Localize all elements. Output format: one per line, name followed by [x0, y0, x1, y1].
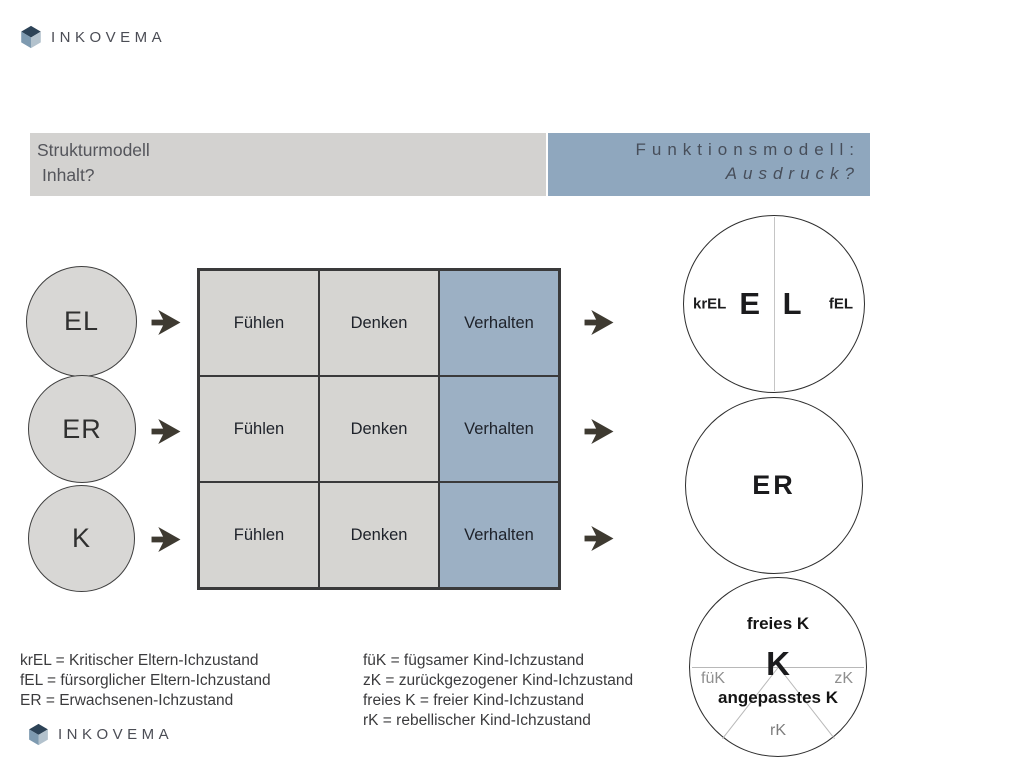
zk-label: zK [834, 670, 853, 687]
matrix-cell: Fühlen [199, 376, 319, 482]
legend-parent-adult: krEL = Kritischer Eltern-Ichzustand fEL … [20, 651, 271, 711]
brand-name: INKOVEMA [51, 28, 167, 46]
ego-state-circle-er: ER [28, 375, 136, 483]
fel-label: fEL [828, 295, 853, 313]
content-matrix-table: Fühlen Denken Verhalten Fühlen Denken Ve… [197, 268, 561, 590]
structure-model-title: Strukturmodell [37, 140, 150, 160]
fuek-label: füK [701, 670, 726, 687]
matrix-cell: Fühlen [199, 270, 319, 376]
function-model-title: Funktionsmodell: [635, 140, 860, 159]
function-circle-er: ER [685, 397, 863, 574]
arrow-right-icon [151, 526, 181, 553]
krel-label: krEL [693, 295, 727, 313]
brand-logo-bottom: INKOVEMA [28, 723, 173, 746]
er-label: ER [752, 470, 796, 500]
rk-label: rK [770, 722, 786, 739]
legend-item: zK = zurückgezogener Kind-Ichzustand [363, 672, 634, 689]
matrix-cell: Fühlen [199, 482, 319, 588]
matrix-cell: Denken [319, 376, 439, 482]
cube-logo-icon [21, 25, 41, 49]
freies-k-label: freies K [746, 614, 810, 633]
el-label: E L [739, 286, 809, 321]
ego-state-circle-k: K [28, 485, 135, 592]
structure-model-header: Strukturmodell Inhalt? [30, 133, 546, 196]
matrix-cell: Denken [319, 482, 439, 588]
matrix-cell-highlighted: Verhalten [439, 270, 559, 376]
k-label: K [766, 644, 790, 682]
angepasstes-k-label: angepasstes K [718, 688, 838, 707]
function-circle-el: E L krEL fEL [683, 215, 865, 393]
legend-item: krEL = Kritischer Eltern-Ichzustand [20, 652, 259, 669]
el-divider-line [774, 217, 775, 391]
legend-item: ER = Erwachsenen-Ichzustand [20, 692, 234, 709]
arrow-right-icon [151, 418, 181, 445]
legend-item: freies K = freier Kind-Ichzustand [363, 692, 584, 709]
matrix-cell: Denken [319, 270, 439, 376]
arrow-right-icon [584, 309, 614, 336]
brand-name: INKOVEMA [58, 726, 174, 743]
legend-child: füK = fügsamer Kind-Ichzustand zK = zurü… [363, 651, 633, 731]
arrow-right-icon [584, 525, 614, 552]
structure-model-subtitle: Inhalt? [42, 165, 95, 185]
legend-item: füK = fügsamer Kind-Ichzustand [363, 652, 584, 669]
function-circle-k: freies K K füK zK angepasstes K rK [689, 577, 867, 757]
legend-item: rK = rebellischer Kind-Ichzustand [363, 712, 591, 729]
ego-state-circle-el: EL [26, 266, 137, 377]
legend-item: fEL = fürsorglicher Eltern-Ichzustand [20, 672, 271, 689]
brand-logo-top: INKOVEMA [20, 25, 166, 49]
matrix-cell-highlighted: Verhalten [439, 482, 559, 588]
function-model-header: Funktionsmodell: Ausdruck? [548, 133, 870, 196]
function-model-subtitle: Ausdruck? [725, 164, 860, 183]
cube-logo-icon [29, 723, 48, 746]
arrow-right-icon [151, 309, 181, 336]
arrow-right-icon [584, 418, 614, 445]
matrix-cell-highlighted: Verhalten [439, 376, 559, 482]
